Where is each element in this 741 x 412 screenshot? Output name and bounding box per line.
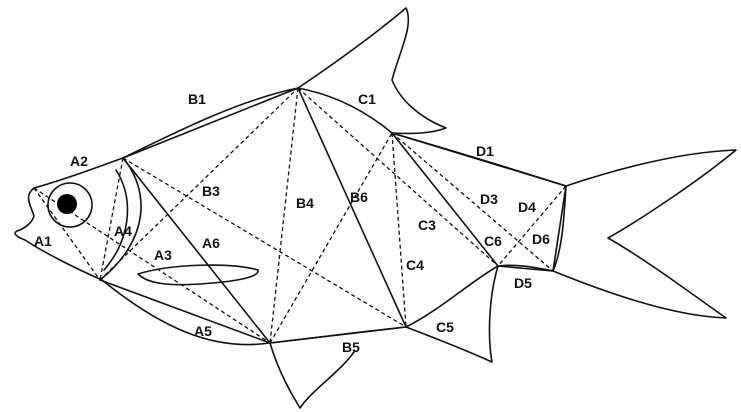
label-A4: A4 <box>114 223 132 239</box>
label-D6: D6 <box>532 231 550 247</box>
truss-dash-A6b <box>99 87 299 281</box>
eye-pupil <box>57 194 77 214</box>
truss-line-D1 <box>391 132 567 187</box>
truss-line-A6 <box>122 157 271 344</box>
truss-line-D6 <box>552 185 567 272</box>
truss-dash-B3 <box>122 157 407 328</box>
label-D3: D3 <box>480 191 498 207</box>
label-A3: A3 <box>154 247 172 263</box>
operculum-inner-curve <box>103 169 129 271</box>
truss-dash-A1 <box>33 187 101 281</box>
label-C1: C1 <box>358 91 376 107</box>
truss-line-A5 <box>99 279 271 344</box>
anal-fin <box>405 265 499 363</box>
truss-dash-A3 <box>33 187 271 344</box>
truss-dash-D4 <box>497 185 567 267</box>
label-D4: D4 <box>518 199 536 215</box>
truss-line-D5 <box>497 265 554 272</box>
operculum-curve <box>99 157 142 281</box>
label-C4: C4 <box>406 257 424 273</box>
dorsal-fin <box>297 7 447 135</box>
eye-ring <box>47 182 93 228</box>
label-B3: B3 <box>202 183 220 199</box>
label-D5: D5 <box>514 275 532 291</box>
label-B4: B4 <box>296 195 314 211</box>
label-B6: B6 <box>350 189 368 205</box>
truss-dash-B4 <box>269 87 299 344</box>
label-D1: D1 <box>476 143 494 159</box>
truss-dash-C4 <box>269 132 393 344</box>
label-C3: C3 <box>418 217 436 233</box>
fish-body-outline <box>14 87 567 346</box>
label-B5: B5 <box>342 339 360 355</box>
truss-dash-D3 <box>391 132 554 272</box>
truss-line-C6 <box>391 132 499 267</box>
label-A6: A6 <box>202 235 220 251</box>
label-A2: A2 <box>70 153 88 169</box>
truss-dash-C3 <box>391 132 407 328</box>
pectoral-fin <box>137 264 259 286</box>
truss-line-B1 <box>122 87 299 159</box>
label-A5: A5 <box>194 323 212 339</box>
caudal-fin <box>552 149 737 319</box>
label-A1: A1 <box>34 233 52 249</box>
label-C5: C5 <box>436 319 454 335</box>
label-B1: B1 <box>188 91 206 107</box>
truss-dash-C1 <box>297 87 499 267</box>
truss-line-B5 <box>269 326 407 344</box>
truss-line-B6 <box>297 87 407 328</box>
pelvic-fin <box>269 342 355 409</box>
label-C6: C6 <box>484 233 502 249</box>
